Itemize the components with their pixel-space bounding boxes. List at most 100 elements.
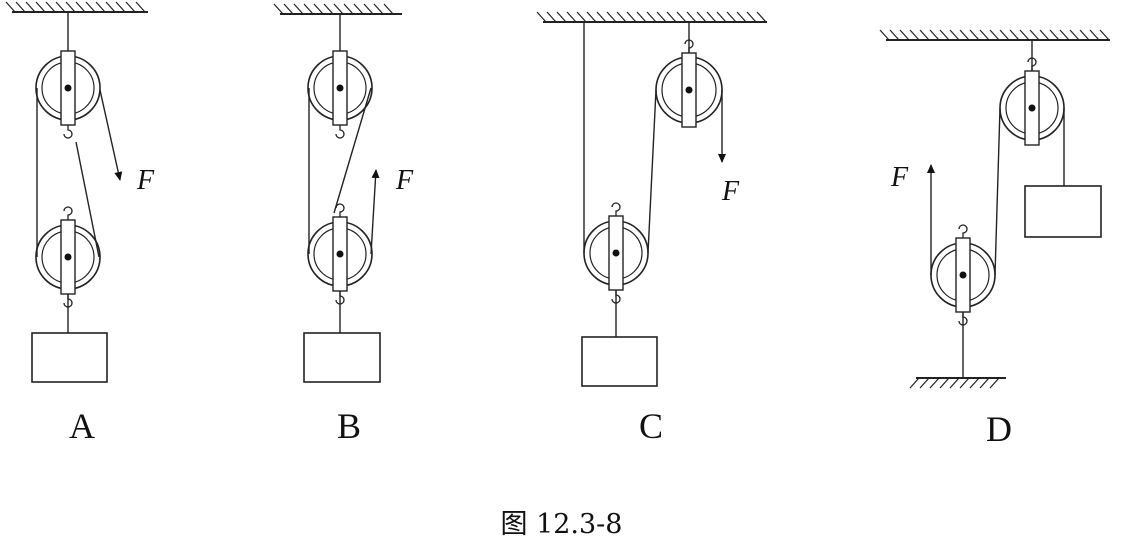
hatch-mark [979, 29, 990, 41]
hatch-mark [989, 377, 1000, 389]
load-box [581, 336, 658, 387]
hatch-mark [939, 377, 950, 389]
figure-caption: 图 12.3-8 [500, 509, 623, 540]
hatch-mark [576, 11, 587, 23]
hatch-mark [313, 3, 324, 15]
lower-pulley [583, 202, 649, 304]
hatch-mark [373, 3, 384, 15]
hatch-mark [1059, 29, 1070, 41]
hatch-mark [65, 1, 76, 13]
upper-pulley [35, 50, 101, 139]
hatch-mark [566, 11, 577, 23]
force-arrow [370, 169, 380, 255]
hatch-mark [1079, 29, 1090, 41]
load-box [1024, 185, 1102, 238]
pulley-axle [1028, 104, 1036, 112]
hatch-mark [135, 1, 146, 13]
hook-icon [335, 291, 345, 305]
hatch-mark [95, 1, 106, 13]
hatch-mark [899, 29, 910, 41]
hatch-mark [626, 11, 637, 23]
lower-pulley [930, 224, 996, 326]
hatch-mark [736, 11, 747, 23]
panel-label-b: B [337, 406, 361, 446]
force-label-d: F [890, 162, 909, 193]
hook-icon [63, 294, 73, 308]
hatch-mark [756, 11, 767, 23]
hatch-mark [1039, 29, 1050, 41]
rope-segment [75, 141, 100, 258]
hatch-mark [556, 11, 567, 23]
hatch-mark [25, 1, 36, 13]
hatch-mark [15, 1, 26, 13]
hatch-mark [616, 11, 627, 23]
pulley-axle [685, 86, 693, 94]
lower-pulley [307, 203, 373, 305]
panel-label-d: D [986, 409, 1012, 449]
hook-icon [335, 203, 345, 217]
hatch-mark [353, 3, 364, 15]
hatch-mark [879, 29, 890, 41]
ceiling-support [536, 11, 767, 23]
hatch-mark [959, 377, 970, 389]
hatch-mark [363, 3, 374, 15]
hatch-mark [586, 11, 597, 23]
hatch-mark [646, 11, 657, 23]
hatch-mark [293, 3, 304, 15]
rope-segment [994, 107, 1001, 276]
hatch-mark [596, 11, 607, 23]
hatch-mark [303, 3, 314, 15]
hatch-mark [919, 377, 930, 389]
hatch-mark [273, 3, 284, 15]
hatch-mark [889, 29, 900, 41]
hatch-mark [656, 11, 667, 23]
hatch-mark [949, 377, 960, 389]
upper-pulley [307, 50, 373, 139]
hatch-mark [45, 1, 56, 13]
pulley-axle [64, 84, 72, 92]
hatch-mark [949, 29, 960, 41]
hatch-mark [283, 3, 294, 15]
hatch-mark [55, 1, 66, 13]
hatch-mark [666, 11, 677, 23]
hatch-mark [999, 29, 1010, 41]
hook-icon [611, 202, 621, 216]
hatch-mark [536, 11, 547, 23]
hatch-mark [716, 11, 727, 23]
pulley-axle [959, 271, 967, 279]
hatch-mark [929, 377, 940, 389]
hatch-mark [969, 377, 980, 389]
hatch-mark [929, 29, 940, 41]
hatch-mark [746, 11, 757, 23]
force-arrow [99, 89, 123, 181]
panel-c [536, 11, 767, 387]
ceiling-support [5, 1, 148, 13]
pulley-axle [64, 253, 72, 261]
hatch-mark [1009, 29, 1020, 41]
hatch-mark [5, 1, 16, 13]
force-label-c: F [721, 176, 740, 207]
hatch-mark [696, 11, 707, 23]
hatch-mark [115, 1, 126, 13]
hatch-mark [35, 1, 46, 13]
hatch-mark [726, 11, 737, 23]
hatch-mark [546, 11, 557, 23]
hook-icon [684, 39, 694, 53]
hatch-mark [343, 3, 354, 15]
panel-d [879, 29, 1110, 389]
force-label-a: F [136, 165, 155, 196]
hatch-mark [979, 377, 990, 389]
hatch-mark [1019, 29, 1030, 41]
hatch-mark [706, 11, 717, 23]
hatch-mark [323, 3, 334, 15]
hook-icon [958, 224, 968, 238]
hatch-mark [125, 1, 136, 13]
hatch-mark [333, 3, 344, 15]
panel-b [273, 3, 402, 383]
force-label-b: F [395, 165, 414, 196]
hatch-mark [75, 1, 86, 13]
ground-support [909, 377, 1006, 389]
hatch-mark [85, 1, 96, 13]
hatch-mark [383, 3, 394, 15]
